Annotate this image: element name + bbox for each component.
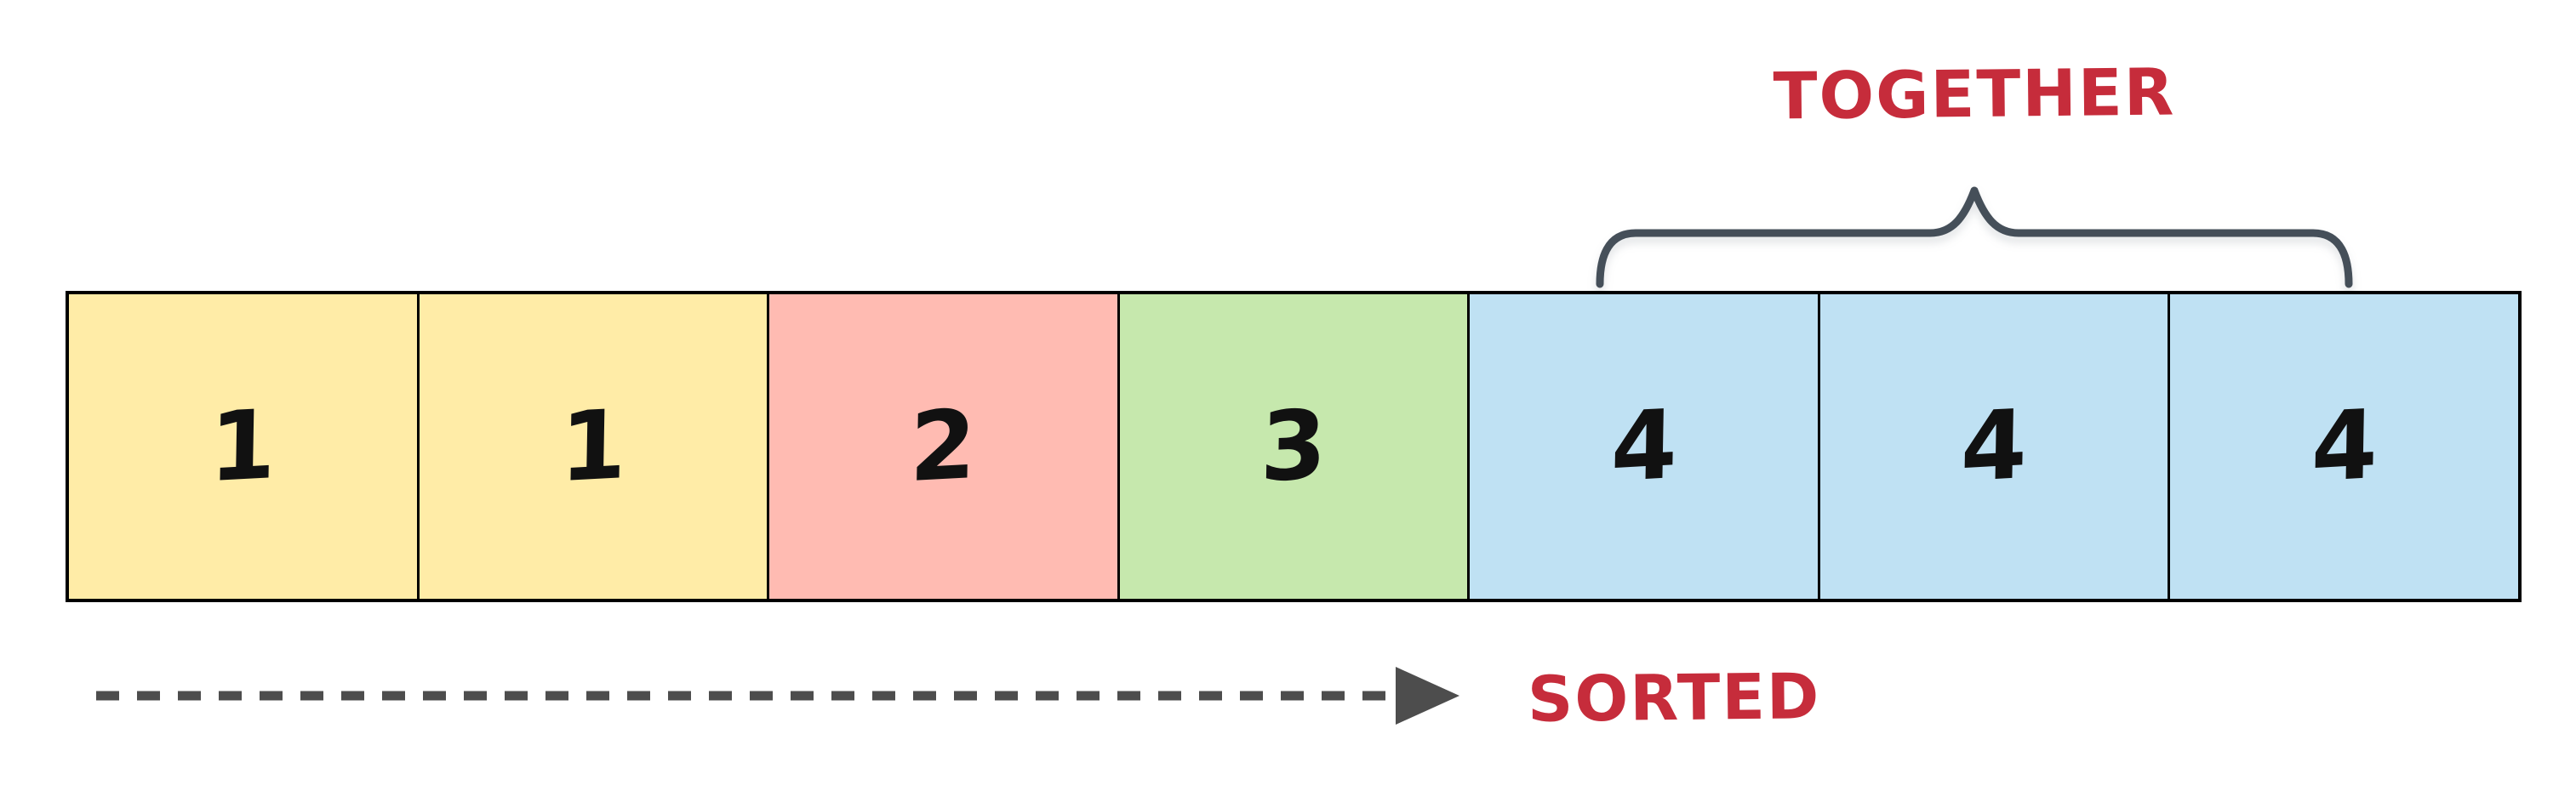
array-cell: 4 [1817,294,2168,599]
cell-value: 3 [1259,389,1328,504]
cell-value: 4 [1960,389,2029,504]
sorted-arrow [96,667,1459,725]
cell-value: 1 [208,389,277,504]
array-cell: 4 [1467,294,1818,599]
cell-value: 4 [1609,389,1678,504]
cell-value: 1 [558,389,627,504]
array-cell: 1 [416,294,768,599]
array-row: 1 1 2 3 4 4 4 [66,291,2522,602]
array-cell: 2 [767,294,1117,599]
cell-value: 2 [909,389,978,504]
together-brace-icon [1596,186,2353,288]
together-label: TOGETHER [1773,54,2176,134]
array-cell: 3 [1117,294,1468,599]
cell-value: 4 [2310,389,2379,504]
brace-path [1596,186,2353,288]
array-cell: 1 [69,294,417,599]
arrowhead-icon [1396,667,1459,725]
array-cell: 4 [2168,294,2519,599]
sorted-label: SORTED [1527,660,1821,737]
